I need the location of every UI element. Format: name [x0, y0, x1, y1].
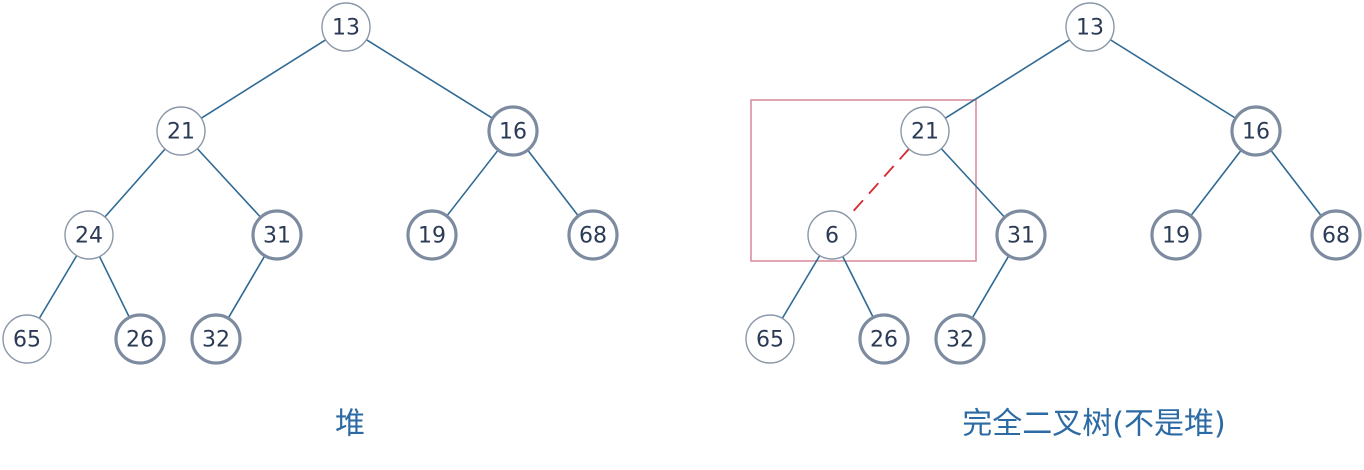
- node-circle: [114, 313, 166, 365]
- edge-n31-n32: [227, 255, 266, 319]
- node-circle: [858, 313, 910, 365]
- node-label: 68: [1322, 224, 1350, 249]
- tree-node-32: 32: [934, 313, 986, 365]
- tree-node-21: 21: [900, 106, 950, 156]
- tree-node-13: 13: [321, 2, 371, 52]
- node-label: 26: [870, 328, 898, 353]
- edge-n21-n31: [196, 148, 262, 218]
- heap-tree: 13 21 16 24 31 19 68 65 26 32: [2, 2, 619, 365]
- node-circle: [2, 314, 52, 364]
- node-label: 31: [1007, 224, 1035, 249]
- node-circle: [487, 105, 539, 157]
- node-label: 6: [825, 224, 839, 249]
- node-circle: [995, 209, 1047, 261]
- node-label: 13: [332, 16, 360, 41]
- node-circle: [156, 106, 206, 156]
- edge-m16-m68: [1269, 149, 1323, 217]
- node-label: 26: [126, 328, 154, 353]
- edge-m31-m32: [971, 255, 1010, 319]
- tree-node-19: 19: [406, 209, 458, 261]
- node-circle: [1150, 209, 1202, 261]
- tree-node-21: 21: [156, 106, 206, 156]
- violation-highlight-box: [750, 99, 977, 262]
- tree-node-68: 68: [567, 209, 619, 261]
- tree-node-26: 26: [858, 313, 910, 365]
- node-label: 13: [1076, 16, 1104, 41]
- tree-node-6: 6: [807, 210, 857, 260]
- node-circle: [807, 210, 857, 260]
- node-circle: [406, 209, 458, 261]
- tree-node-16: 16: [1230, 105, 1282, 157]
- tree-node-65: 65: [2, 314, 52, 364]
- node-circle: [190, 313, 242, 365]
- node-circle: [1310, 209, 1362, 261]
- caption-complete-binary-tree: 完全二叉树(不是堆): [962, 407, 1225, 442]
- tree-node-31: 31: [995, 209, 1047, 261]
- edge-m13-m16: [1109, 39, 1237, 119]
- tree-node-65: 65: [745, 314, 795, 364]
- tree-node-32: 32: [190, 313, 242, 365]
- node-circle: [934, 313, 986, 365]
- node-label: 24: [75, 224, 103, 249]
- tree-node-19: 19: [1150, 209, 1202, 261]
- node-label: 16: [1242, 120, 1270, 145]
- edge-n13-n16: [365, 39, 494, 119]
- edge-n16-n68: [526, 149, 580, 217]
- node-circle: [321, 2, 371, 52]
- node-label: 32: [202, 328, 230, 353]
- edge-n13-n21: [200, 39, 327, 119]
- edge-m21-m31: [940, 148, 1006, 218]
- node-label: 19: [418, 224, 446, 249]
- node-label: 16: [499, 120, 527, 145]
- node-circle: [64, 210, 114, 260]
- violation-edge-m21-m6: [847, 148, 910, 218]
- node-circle: [251, 209, 303, 261]
- node-circle: [1065, 2, 1115, 52]
- caption-heap: 堆: [335, 407, 365, 442]
- node-label: 65: [756, 328, 784, 353]
- node-circle: [900, 106, 950, 156]
- complete-binary-tree: 13 21 16 6 31 19 68 65 26 32: [745, 2, 1362, 365]
- edge-n24-n26: [98, 256, 131, 318]
- node-label: 21: [911, 120, 939, 145]
- node-label: 68: [579, 224, 607, 249]
- tree-node-16: 16: [487, 105, 539, 157]
- edge-n21-n24: [104, 148, 166, 218]
- node-label: 21: [167, 120, 195, 145]
- node-label: 19: [1162, 224, 1190, 249]
- tree-node-68: 68: [1310, 209, 1362, 261]
- edge-m6-m65: [781, 255, 821, 319]
- edge-m13-m21: [944, 39, 1071, 119]
- tree-node-31: 31: [251, 209, 303, 261]
- node-label: 32: [946, 328, 974, 353]
- edge-m6-m26: [842, 256, 874, 318]
- tree-node-13: 13: [1065, 2, 1115, 52]
- node-circle: [567, 209, 619, 261]
- node-circle: [1230, 105, 1282, 157]
- node-circle: [745, 314, 795, 364]
- node-label: 65: [13, 328, 41, 353]
- node-label: 31: [263, 224, 291, 249]
- edge-n24-n65: [38, 255, 78, 319]
- edge-n16-n19: [446, 149, 499, 217]
- tree-node-26: 26: [114, 313, 166, 365]
- tree-node-24: 24: [64, 210, 114, 260]
- edge-m16-m19: [1189, 149, 1243, 217]
